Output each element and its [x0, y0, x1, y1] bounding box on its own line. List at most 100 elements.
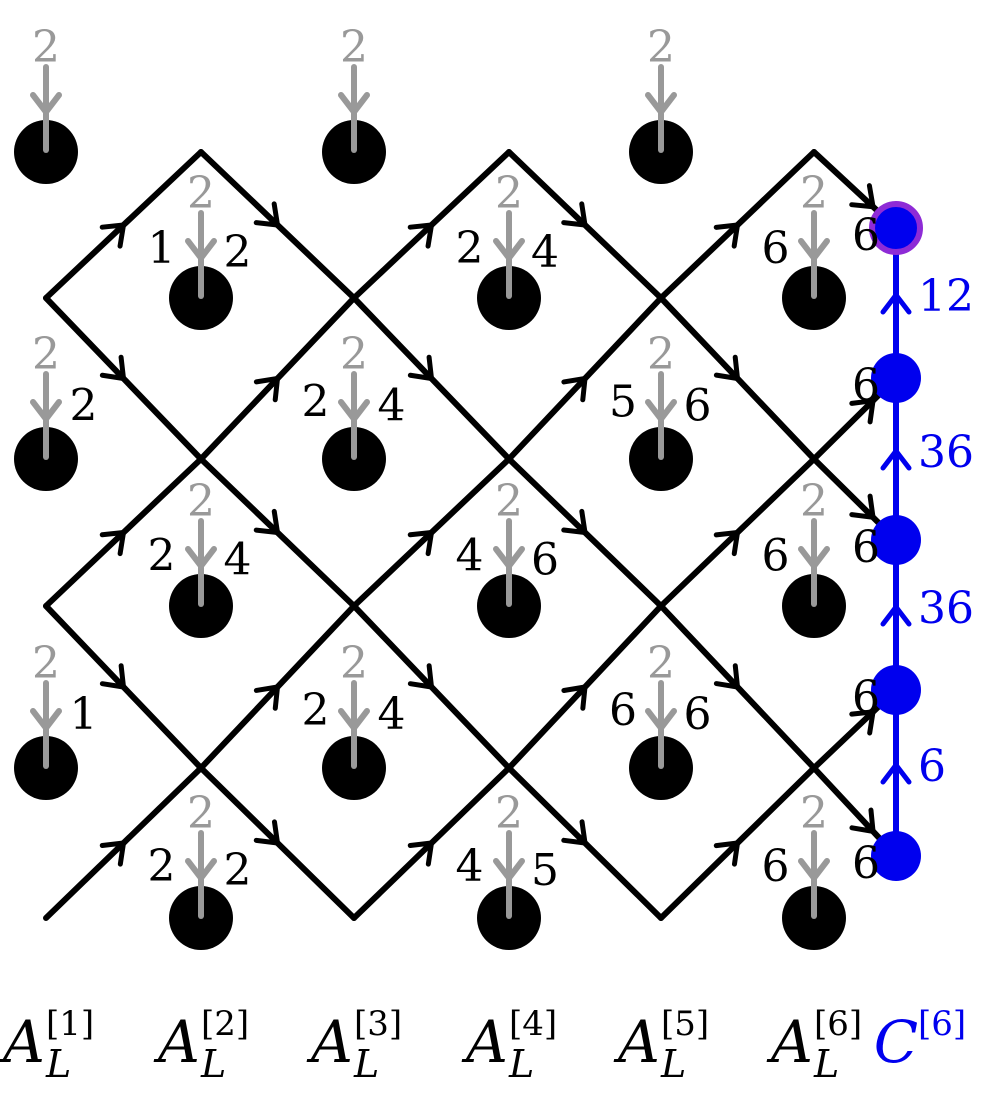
- physical-dimension-label: 2: [800, 168, 828, 219]
- column-label-base: A: [153, 1008, 200, 1076]
- physical-dimension-label: 2: [495, 476, 523, 527]
- physical-leg-arrow: [493, 238, 525, 261]
- bond-arrow: [849, 493, 876, 520]
- column-label-superscript: [5]: [661, 1004, 709, 1044]
- bond-arrow: [713, 530, 740, 557]
- column-label-base: A: [306, 1008, 353, 1076]
- bond-dimension-label: 2: [456, 223, 484, 274]
- physical-leg-arrow: [645, 708, 677, 731]
- physical-dimension-label: 2: [187, 168, 215, 219]
- bond-dimension-label: 6: [852, 360, 880, 411]
- bond-arrow: [253, 684, 280, 711]
- column-label-superscript: [4]: [509, 1004, 557, 1044]
- physical-dimension-label: 2: [32, 329, 60, 380]
- bond-dimension-label: 4: [456, 841, 484, 892]
- environment-bond-arrow: [880, 292, 912, 315]
- bond-dimension-label: 6: [852, 522, 880, 573]
- column-label-superscript: [6]: [918, 1004, 966, 1044]
- environment-bond-arrow: [880, 604, 912, 627]
- physical-leg-arrow: [645, 92, 677, 115]
- label-layer: 1221222422244444566566666666666363612222…: [32, 22, 974, 896]
- bond-dimension-label: 5: [531, 845, 559, 896]
- bond-dimension-label: 5: [609, 377, 637, 428]
- physical-leg-arrow: [798, 238, 830, 261]
- physical-dimension-label: 2: [340, 329, 368, 380]
- environment-bond-arrow: [880, 448, 912, 471]
- column-label-base: A: [766, 1008, 813, 1076]
- environment-node-highlighted: [869, 201, 923, 255]
- column-label-base: A: [0, 1008, 45, 1076]
- bond-dimension-label: 6: [531, 535, 559, 586]
- bond-arrow: [713, 663, 740, 690]
- bond-arrow: [561, 376, 588, 403]
- column-label-base: A: [613, 1008, 660, 1076]
- bond-arrow: [99, 840, 126, 867]
- bond-dimension-label: 2: [224, 227, 252, 278]
- physical-leg-arrow: [493, 858, 525, 881]
- physical-leg-arrow: [30, 399, 62, 422]
- environment-bond-arrow: [880, 762, 912, 785]
- bond-arrow: [99, 354, 126, 381]
- column-label: A[5]L: [613, 1004, 709, 1086]
- bond-arrow: [561, 684, 588, 711]
- column-label: A[4]L: [461, 1004, 557, 1086]
- physical-leg-arrow: [798, 546, 830, 569]
- bond-arrow: [849, 709, 876, 736]
- bond-arrow: [253, 376, 280, 403]
- bond-dimension-label: 2: [70, 381, 98, 432]
- bond-arrow: [99, 530, 126, 557]
- bond-dimension-label: 2: [302, 377, 330, 428]
- bond-dimension-label: 6: [852, 838, 880, 889]
- bond-arrow: [407, 222, 434, 249]
- bond-dimension-label: 4: [224, 535, 252, 586]
- physical-dimension-label: 2: [800, 476, 828, 527]
- physical-leg-arrow: [338, 399, 370, 422]
- bond-arrow: [849, 398, 876, 425]
- physical-dimension-label: 2: [495, 168, 523, 219]
- physical-dimension-label: 2: [495, 788, 523, 839]
- bond-dimension-label: 4: [456, 531, 484, 582]
- column-label: A[3]L: [306, 1004, 402, 1086]
- physical-leg-arrow: [185, 546, 217, 569]
- bond-arrow: [713, 840, 740, 867]
- bond-arrow: [561, 819, 588, 846]
- physical-leg-arrow: [30, 708, 62, 731]
- bond-dimension-label: 6: [762, 841, 790, 892]
- physical-dimension-label: 2: [32, 638, 60, 689]
- bond-layer: [43, 149, 912, 921]
- physical-leg-arrow: [30, 92, 62, 115]
- bond-dimension-label: 4: [531, 227, 559, 278]
- bond-arrow: [561, 508, 588, 535]
- physical-dimension-label: 2: [340, 22, 368, 73]
- environment-bond-label: 36: [918, 427, 974, 478]
- column-label-subscript: L: [813, 1042, 839, 1086]
- physical-leg-arrow: [645, 399, 677, 422]
- column-label-superscript: [6]: [814, 1004, 862, 1044]
- bond-arrow: [99, 222, 126, 249]
- bond-arrow: [561, 201, 588, 228]
- physical-dimension-label: 2: [32, 22, 60, 73]
- bond-arrow: [407, 354, 434, 381]
- physical-dimension-label: 2: [647, 22, 675, 73]
- bond-dimension-label: 6: [762, 531, 790, 582]
- physical-dimension-label: 2: [187, 788, 215, 839]
- column-label-subscript: L: [200, 1042, 226, 1086]
- bond-dimension-label: 6: [852, 210, 880, 261]
- bond-arrow: [407, 530, 434, 557]
- bond-arrow: [713, 354, 740, 381]
- bond-dimension-label: 6: [684, 381, 712, 432]
- physical-leg-layer: [30, 64, 830, 919]
- column-label-subscript: L: [660, 1042, 686, 1086]
- physical-dimension-label: 2: [647, 329, 675, 380]
- environment-node: [871, 831, 921, 881]
- bond-arrow: [849, 183, 876, 210]
- environment-bond-label: 12: [918, 271, 974, 322]
- bond-arrow: [253, 819, 280, 846]
- physical-dimension-label: 2: [187, 476, 215, 527]
- bond-dimension-label: 6: [762, 223, 790, 274]
- physical-leg-arrow: [185, 238, 217, 261]
- bond-arrow: [253, 201, 280, 228]
- bond-arrow: [253, 508, 280, 535]
